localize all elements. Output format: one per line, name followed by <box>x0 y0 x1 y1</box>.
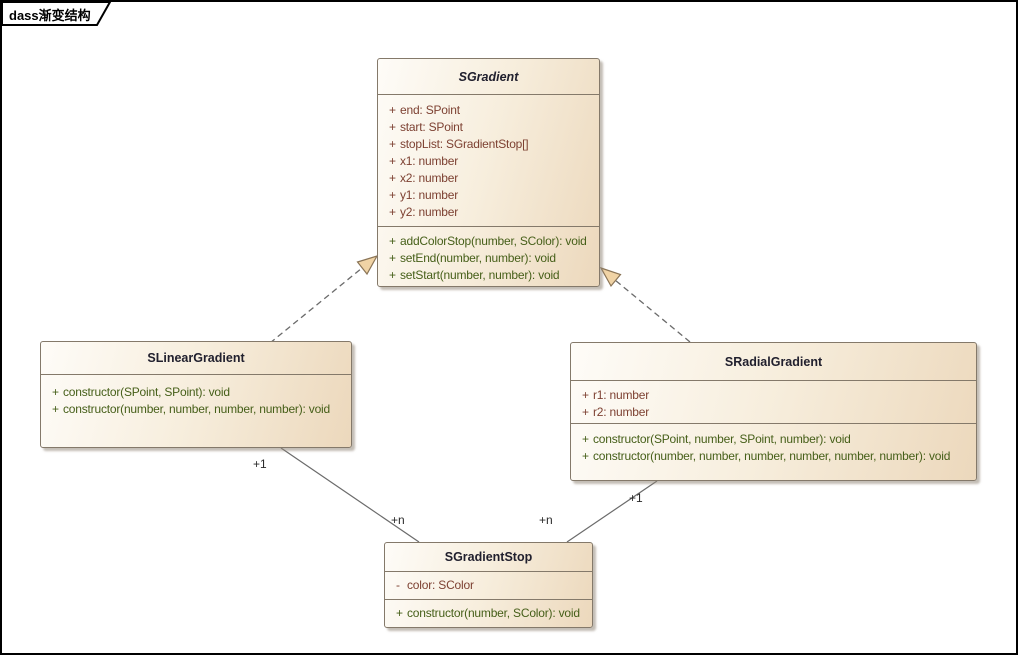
visibility-symbol: + <box>389 188 396 202</box>
class-box-slineargradient[interactable]: SLinearGradient + constructor(SPoint, SP… <box>40 341 352 448</box>
class-name-sgradientstop: SGradientStop <box>444 550 533 564</box>
operation-text: constructor(number, number, number, numb… <box>63 402 330 416</box>
generalization-line-linear-to-gradient[interactable] <box>269 267 363 344</box>
visibility-symbol: + <box>389 171 396 185</box>
class-name-slineargradient: SLinearGradient <box>147 351 245 365</box>
operation-row: + constructor(number, number, number, nu… <box>571 448 976 465</box>
attribute-text: r1: number <box>593 388 650 402</box>
operation-text: constructor(number, SColor): void <box>407 606 580 620</box>
operation-row: + constructor(SPoint, SPoint): void <box>41 384 351 401</box>
visibility-symbol: + <box>396 606 403 620</box>
attribute-row: + start: SPoint <box>378 119 599 136</box>
multiplicity-label-linear-source: +1 <box>253 457 267 471</box>
operation-row: + setStart(number, number): void <box>378 267 599 284</box>
operation-row: + constructor(SPoint, number, SPoint, nu… <box>571 431 976 448</box>
visibility-symbol: + <box>389 120 396 134</box>
class-box-sradialgradient[interactable]: SRadialGradient + r1: number + r2: numbe… <box>570 342 977 481</box>
multiplicity-label-radial-target: +n <box>539 513 553 527</box>
class-name-sradialgradient: SRadialGradient <box>724 354 823 369</box>
class-box-sgradient[interactable]: SGradient + end: SPoint + start: SPoint … <box>377 58 600 287</box>
generalization-arrowhead-right <box>599 266 622 288</box>
visibility-symbol: + <box>389 154 396 168</box>
visibility-symbol: + <box>52 402 59 416</box>
operations-compartment: + constructor(SPoint, number, SPoint, nu… <box>571 423 976 480</box>
operation-row: + constructor(number, SColor): void <box>385 605 592 622</box>
attribute-text: end: SPoint <box>400 103 460 117</box>
operation-row: + setEnd(number, number): void <box>378 250 599 267</box>
attribute-row: + r2: number <box>571 404 976 421</box>
operation-text: addColorStop(number, SColor): void <box>400 234 587 248</box>
attribute-text: start: SPoint <box>400 120 463 134</box>
operation-text: constructor(number, number, number, numb… <box>593 449 951 463</box>
operation-row: + constructor(number, number, number, nu… <box>41 401 351 418</box>
attributes-compartment: + r1: number + r2: number <box>571 380 976 423</box>
attribute-row: + x2: number <box>378 170 599 187</box>
visibility-symbol: + <box>389 205 396 219</box>
attribute-row: + y1: number <box>378 187 599 204</box>
operations-compartment: + constructor(number, SColor): void <box>385 599 592 627</box>
attributes-compartment: + end: SPoint + start: SPoint + stopList… <box>378 94 599 226</box>
generalization-line-radial-to-gradient[interactable] <box>614 279 691 343</box>
visibility-symbol: + <box>389 137 396 151</box>
association-line-radial-to-stop[interactable] <box>566 480 658 543</box>
visibility-symbol: + <box>582 449 589 463</box>
diagram-frame-label: dass渐变结构 <box>9 8 91 23</box>
operations-compartment: + constructor(SPoint, SPoint): void + co… <box>41 374 351 447</box>
generalization-arrowhead-left <box>356 254 379 276</box>
attribute-text: y2: number <box>400 205 459 219</box>
multiplicity-label-linear-target: +n <box>391 513 405 527</box>
attribute-row: + x1: number <box>378 153 599 170</box>
visibility-symbol: + <box>389 268 396 282</box>
operation-text: constructor(SPoint, SPoint): void <box>63 385 230 399</box>
attribute-row: + r1: number <box>571 387 976 404</box>
attribute-row: + y2: number <box>378 204 599 221</box>
diagram-frame-tab <box>1 1 112 26</box>
attribute-text: color: SColor <box>407 578 474 592</box>
operation-text: setEnd(number, number): void <box>400 251 556 265</box>
visibility-symbol: + <box>582 432 589 446</box>
visibility-symbol: + <box>389 103 396 117</box>
visibility-symbol: + <box>582 405 589 419</box>
class-name-sgradient: SGradient <box>458 69 519 84</box>
visibility-symbol: + <box>389 251 396 265</box>
visibility-symbol: + <box>389 234 396 248</box>
operation-row: + addColorStop(number, SColor): void <box>378 233 599 250</box>
attribute-text: x2: number <box>400 171 459 185</box>
attributes-compartment: - color: SColor <box>385 571 592 599</box>
attribute-row: - color: SColor <box>385 577 592 594</box>
attribute-row: + end: SPoint <box>378 102 599 119</box>
attribute-row: + stopList: SGradientStop[] <box>378 136 599 153</box>
class-box-sgradientstop[interactable]: SGradientStop - color: SColor + construc… <box>384 542 593 628</box>
operation-text: setStart(number, number): void <box>400 268 560 282</box>
visibility-symbol: + <box>52 385 59 399</box>
attribute-text: x1: number <box>400 154 459 168</box>
attribute-text: r2: number <box>593 405 650 419</box>
attribute-text: y1: number <box>400 188 459 202</box>
operations-compartment: + addColorStop(number, SColor): void + s… <box>378 226 599 286</box>
operation-text: constructor(SPoint, number, SPoint, numb… <box>593 432 851 446</box>
association-line-linear-to-stop[interactable] <box>280 447 420 543</box>
visibility-symbol: + <box>582 388 589 402</box>
attribute-text: stopList: SGradientStop[] <box>400 137 529 151</box>
visibility-symbol: - <box>396 578 400 592</box>
multiplicity-label-radial-source: +1 <box>629 491 643 505</box>
